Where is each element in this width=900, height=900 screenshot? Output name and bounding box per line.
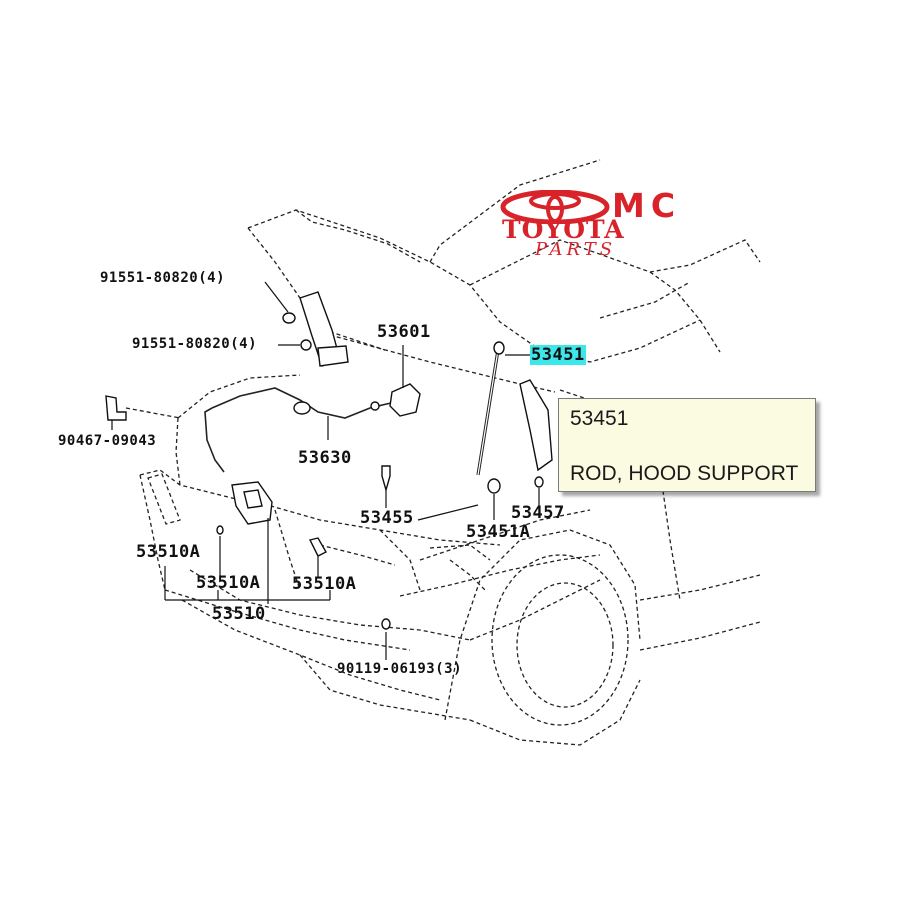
callout-53510A-mid[interactable]: 53510A xyxy=(196,573,261,593)
callout-53510A-left[interactable]: 53510A xyxy=(136,542,201,562)
logo-mc-text: MC xyxy=(612,186,682,225)
callout-53455[interactable]: 53455 xyxy=(360,508,414,528)
callout-53630[interactable]: 53630 xyxy=(298,448,352,468)
callout-91551-80820-upper[interactable]: 91551-80820(4) xyxy=(100,270,226,286)
callout-91551-80820-lower[interactable]: 91551-80820(4) xyxy=(132,336,258,352)
callout-53510[interactable]: 53510 xyxy=(212,604,266,624)
callout-53510A-right[interactable]: 53510A xyxy=(292,574,357,594)
tooltip-part-description: ROD, HOOD SUPPORT xyxy=(570,462,799,485)
part-tooltip: 53451 ROD, HOOD SUPPORT xyxy=(558,398,816,492)
callout-53457[interactable]: 53457 xyxy=(511,503,565,523)
callout-90467-09043[interactable]: 90467-09043 xyxy=(58,433,157,449)
logo-toyota-text: TOYOTA xyxy=(502,215,625,244)
callout-53451A[interactable]: 53451A xyxy=(466,522,531,542)
callout-53601[interactable]: 53601 xyxy=(377,322,431,342)
callout-90119-06193[interactable]: 90119-06193(3) xyxy=(337,661,463,677)
tooltip-part-number: 53451 xyxy=(570,407,629,430)
callout-53451-selected[interactable]: 53451 xyxy=(530,345,586,365)
logo-parts-text: PARTS xyxy=(535,239,617,260)
toyota-emblem-icon xyxy=(500,190,610,224)
mc-toyota-parts-logo: MC TOYOTA PARTS xyxy=(500,186,710,265)
